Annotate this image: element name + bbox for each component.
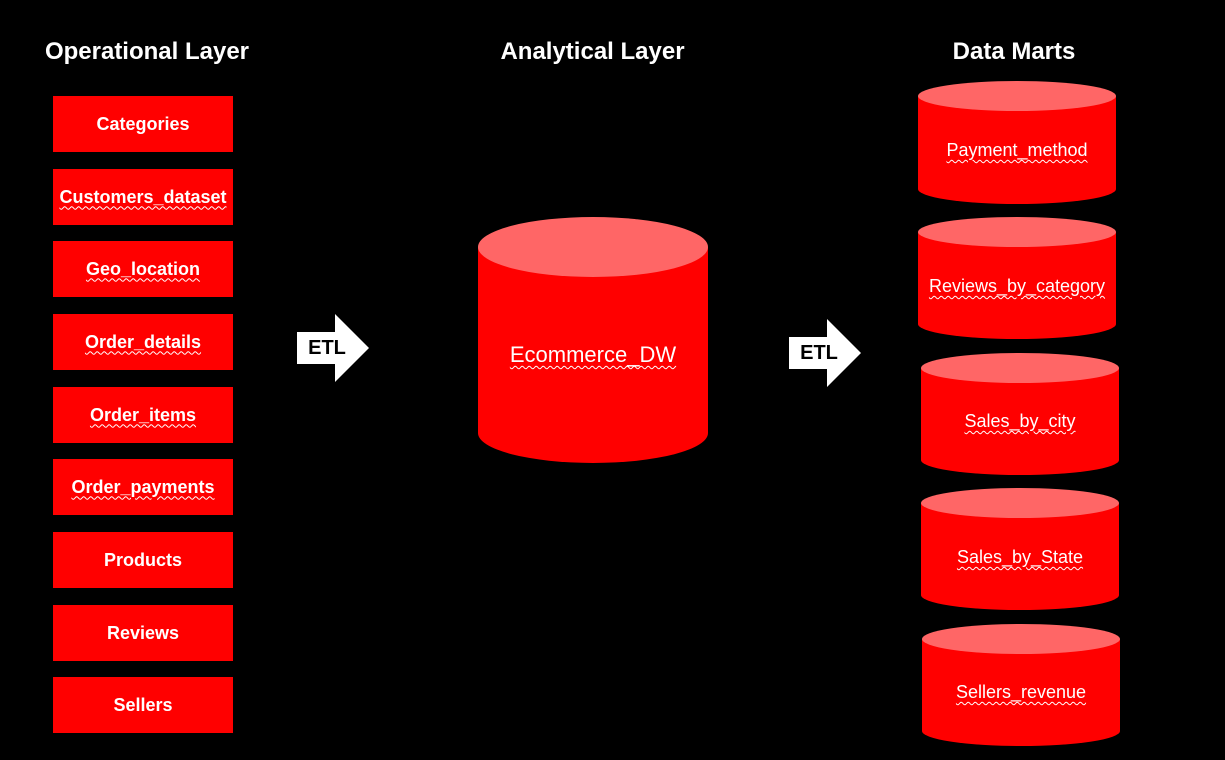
analytical-layer-heading: Analytical Layer: [500, 38, 685, 65]
table-box-reviews: Reviews: [53, 605, 233, 661]
table-label: Order_items: [89, 404, 197, 425]
table-box-sellers: Sellers: [53, 677, 233, 733]
table-label: Sellers: [113, 694, 173, 715]
data-marts-heading: Data Marts: [952, 38, 1076, 65]
table-label: Order_details: [84, 331, 202, 352]
data-mart-label: Sales_by_State: [956, 547, 1084, 567]
operational-layer-heading: Operational Layer: [44, 38, 250, 65]
data-mart-label: Sales_by_city: [964, 411, 1076, 431]
data-mart-cylinder-reviews-by-category: Reviews_by_category: [918, 217, 1116, 339]
table-box-customers-dataset: Customers_dataset: [53, 169, 233, 225]
table-box-products: Products: [53, 532, 233, 588]
warehouse-cylinder: Ecommerce_DW: [478, 217, 708, 463]
table-box-order-items: Order_items: [53, 387, 233, 443]
etl-arrow-icon: ETL: [297, 314, 371, 382]
etl-label: ETL: [800, 341, 838, 364]
table-box-geo-location: Geo_location: [53, 241, 233, 297]
warehouse-label: Ecommerce_DW: [509, 342, 677, 367]
data-mart-cylinder-payment-method: Payment_method: [918, 81, 1116, 204]
data-mart-cylinder-sales-by-state: Sales_by_State: [921, 488, 1119, 610]
table-label: Reviews: [106, 622, 180, 643]
etl-arrow-icon: ETL: [789, 319, 863, 387]
data-mart-label: Reviews_by_category: [928, 276, 1106, 296]
table-label: Order_payments: [71, 476, 215, 497]
data-mart-label: Payment_method: [946, 140, 1088, 160]
table-label: Customers_dataset: [59, 186, 227, 207]
table-label: Categories: [96, 113, 190, 134]
data-mart-cylinder-sellers-revenue: Sellers_revenue: [922, 624, 1120, 746]
table-label: Products: [103, 549, 182, 570]
data-mart-label: Sellers_revenue: [955, 682, 1087, 702]
table-box-order-details: Order_details: [53, 314, 233, 370]
data-mart-cylinder-sales-by-city: Sales_by_city: [921, 353, 1119, 475]
table-label: Geo_location: [85, 258, 201, 279]
table-box-categories: Categories: [53, 96, 233, 152]
etl-label: ETL: [308, 336, 346, 359]
table-box-order-payments: Order_payments: [53, 459, 233, 515]
